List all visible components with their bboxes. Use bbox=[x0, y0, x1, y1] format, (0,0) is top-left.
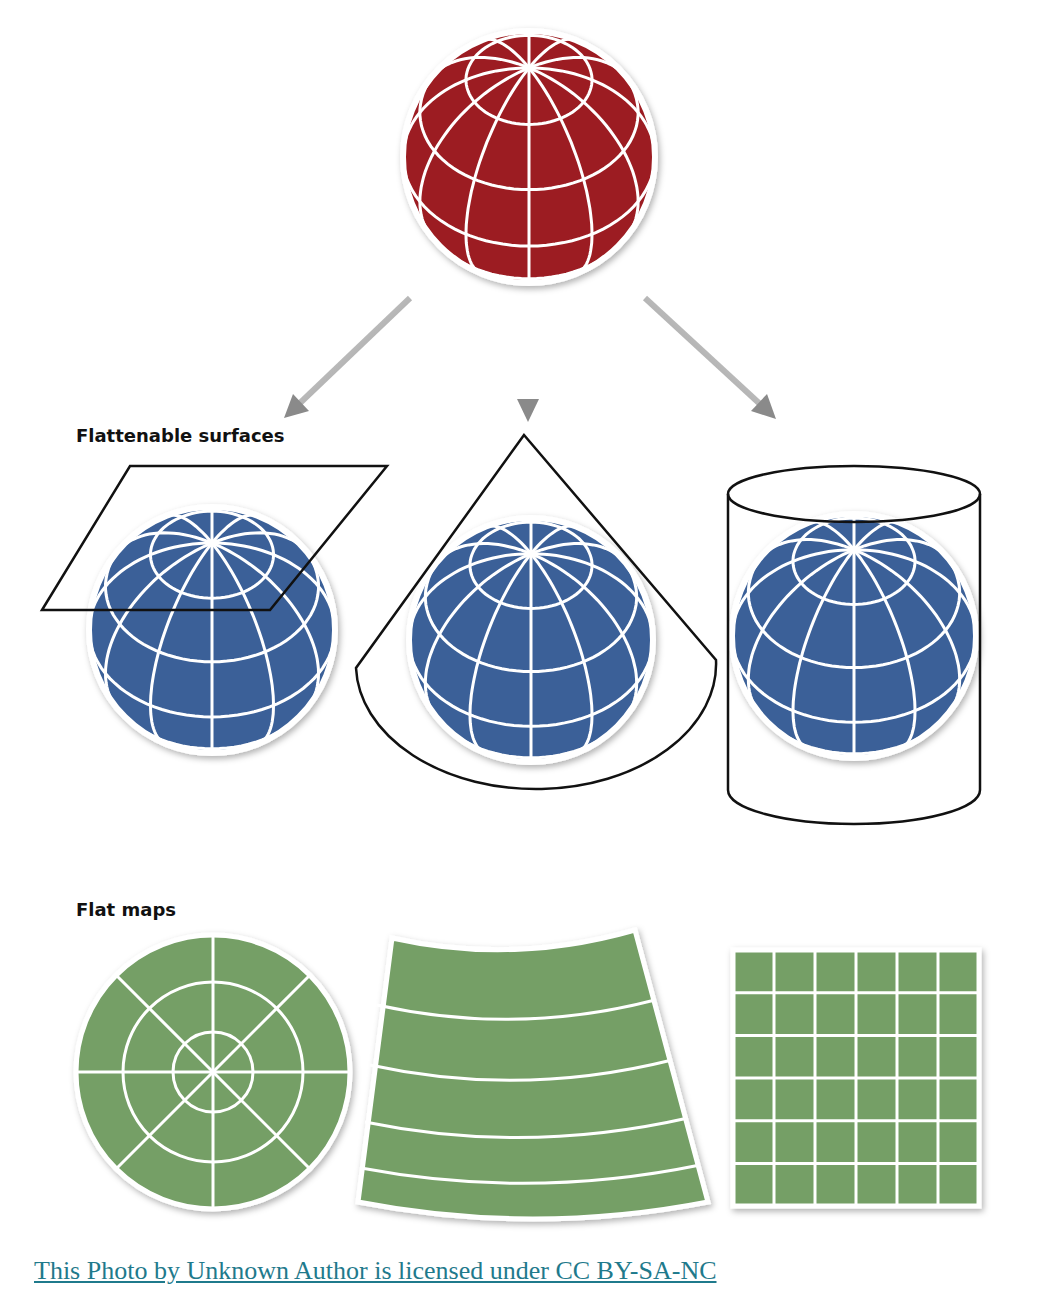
graticule bbox=[530, 554, 533, 762]
graticule bbox=[211, 543, 214, 753]
azimuthal-map bbox=[76, 935, 350, 1209]
graticule bbox=[448, 729, 615, 758]
graticule bbox=[529, 39, 576, 68]
graticule bbox=[409, 643, 653, 726]
cylinder-surface bbox=[728, 466, 980, 824]
graticule bbox=[470, 522, 592, 608]
graticule bbox=[748, 551, 959, 668]
graticule bbox=[420, 69, 638, 189]
graticule bbox=[128, 720, 296, 749]
graticule bbox=[528, 68, 531, 283]
graticule bbox=[466, 35, 592, 124]
graticule bbox=[853, 550, 856, 758]
graticule bbox=[854, 540, 948, 559]
graticule bbox=[771, 725, 938, 754]
cone-surface bbox=[356, 435, 716, 789]
section-heading: Flat maps bbox=[76, 899, 176, 920]
graticule bbox=[212, 515, 258, 543]
graticule bbox=[531, 526, 576, 554]
section-heading: Flattenable surfaces bbox=[76, 425, 285, 446]
graticule bbox=[443, 249, 615, 279]
graticule bbox=[151, 511, 274, 598]
graticule bbox=[531, 544, 625, 563]
graticule bbox=[106, 544, 319, 661]
graticule bbox=[166, 515, 212, 543]
graticule bbox=[482, 39, 529, 68]
graticule bbox=[529, 57, 626, 77]
graticule bbox=[732, 639, 976, 722]
plane-surface bbox=[42, 466, 387, 610]
globe bbox=[89, 507, 335, 753]
graticule bbox=[425, 555, 636, 672]
graticule bbox=[486, 526, 531, 554]
globe bbox=[732, 514, 976, 758]
graticule bbox=[854, 522, 899, 550]
graticule bbox=[793, 518, 915, 604]
graticule bbox=[403, 160, 655, 246]
graticule bbox=[89, 633, 335, 717]
globe bbox=[403, 31, 655, 283]
conic-map bbox=[358, 930, 708, 1219]
cylindrical-map bbox=[733, 950, 979, 1206]
arrows bbox=[284, 298, 776, 422]
globes bbox=[89, 31, 976, 762]
attribution-caption: This Photo by Unknown Author is licensed… bbox=[34, 1256, 717, 1286]
azimuthal-grid bbox=[78, 937, 348, 1207]
globe bbox=[409, 518, 653, 762]
graticule bbox=[212, 533, 307, 552]
graticule bbox=[809, 522, 854, 550]
